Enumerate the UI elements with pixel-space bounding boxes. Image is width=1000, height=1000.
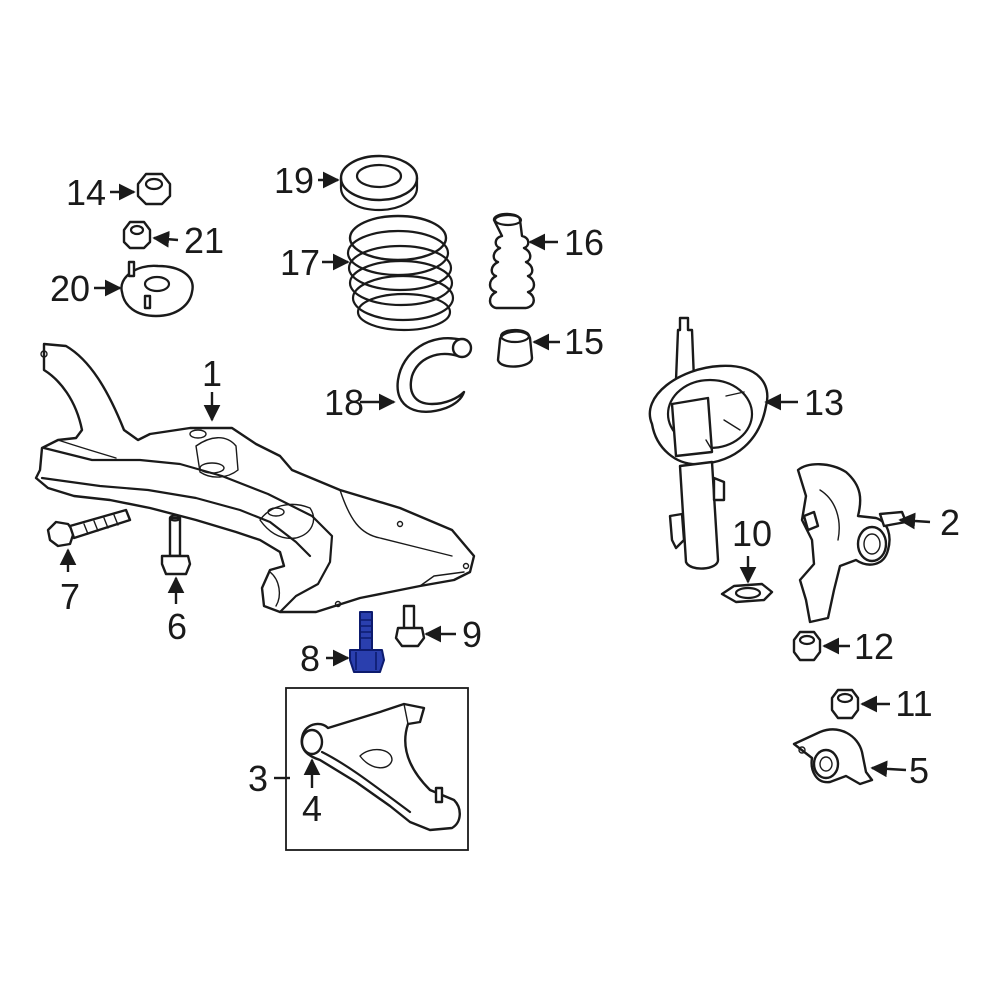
callout-labels: 1 2 3 4 5 6 7 8 9 10 11 12 13 14 15 16 1… [50, 160, 960, 829]
callout-18: 18 [324, 382, 364, 423]
callout-11: 11 [895, 683, 932, 724]
callout-15: 15 [564, 321, 604, 362]
callout-17: 17 [280, 242, 320, 283]
callout-4: 4 [302, 788, 322, 829]
callout-16: 16 [564, 222, 604, 263]
strut-assembly-part[interactable] [648, 316, 769, 570]
callout-13: 13 [804, 382, 844, 423]
callout-9: 9 [462, 614, 482, 655]
highlighted-bolt-part[interactable] [349, 611, 385, 673]
spring-seat-part[interactable] [339, 154, 419, 212]
coil-spring-part[interactable] [346, 214, 455, 332]
subframe-part[interactable] [34, 342, 476, 614]
callout-8: 8 [300, 638, 320, 679]
control-arm-group-box [285, 687, 469, 851]
spring-insulator-part[interactable] [396, 337, 473, 413]
callout-2: 2 [940, 502, 960, 543]
flange-bolt-part[interactable] [394, 604, 426, 648]
callout-21: 21 [184, 220, 224, 261]
lower-control-arm-part[interactable] [300, 702, 461, 832]
callout-1: 1 [202, 353, 222, 394]
bump-stop-part[interactable] [496, 328, 534, 368]
callout-14: 14 [66, 172, 106, 213]
callout-6: 6 [167, 606, 187, 647]
knuckle-nut-part[interactable] [792, 630, 822, 662]
bushing-nut-part[interactable] [830, 688, 860, 720]
steering-knuckle-part[interactable] [796, 463, 908, 624]
callout-3: 3 [248, 758, 268, 799]
callout-10: 10 [732, 513, 772, 554]
leader-arrows [59, 171, 931, 788]
retaining-clip-part[interactable] [720, 582, 774, 604]
callout-20: 20 [50, 268, 90, 309]
strut-nut-part[interactable] [136, 172, 172, 206]
callout-12: 12 [854, 626, 894, 667]
strut-mount-part[interactable] [120, 260, 194, 318]
callout-5: 5 [909, 750, 929, 791]
callout-19: 19 [274, 160, 314, 201]
mount-nut-part[interactable] [122, 220, 152, 250]
bushing-bracket-part[interactable] [792, 728, 874, 786]
bolt-part[interactable] [160, 514, 192, 576]
callout-7: 7 [60, 576, 80, 617]
long-bolt-part[interactable] [46, 508, 132, 548]
dust-boot-part[interactable] [488, 212, 536, 310]
